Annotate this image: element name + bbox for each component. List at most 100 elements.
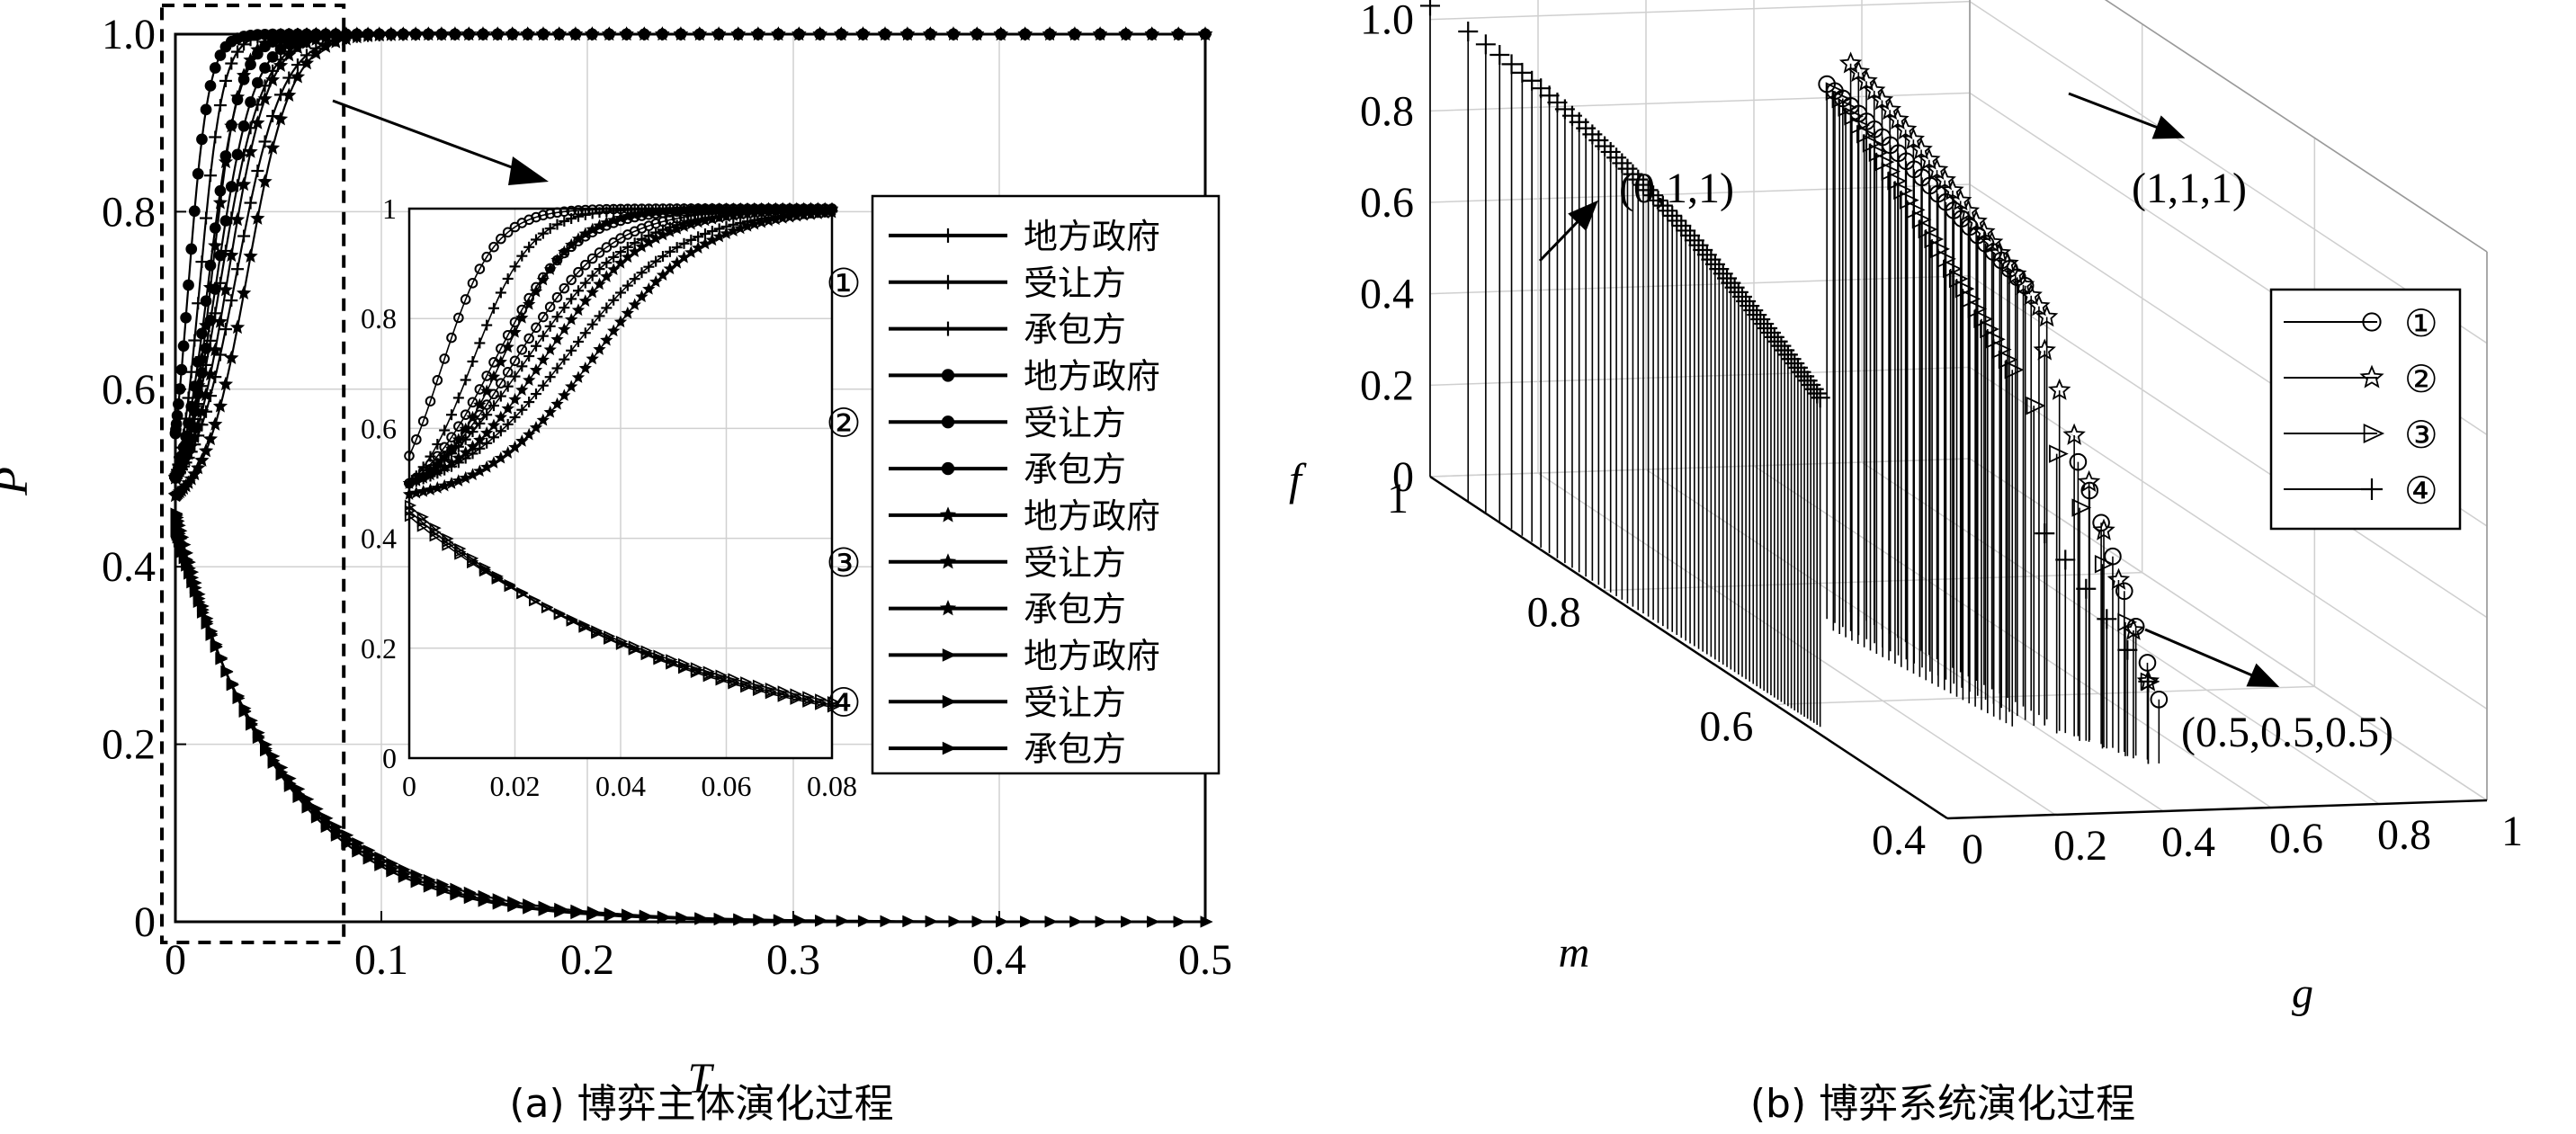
series-marker: [1020, 915, 1033, 928]
panel-b-ticks: 00.20.40.60.81.01.20.40.60.8100.20.40.60…: [1360, 0, 2523, 873]
inset-series-marker: [474, 409, 486, 421]
series-marker: [475, 26, 491, 40]
stem-marker: [2019, 283, 2043, 306]
stem-marker: [1512, 62, 1533, 83]
stem-marker: [1980, 230, 2004, 253]
g-tick-label: 0.6: [2269, 815, 2323, 862]
inset-series-marker: [516, 404, 528, 415]
inset-series-marker: [502, 227, 514, 238]
stem-marker: [2138, 654, 2157, 672]
inset-series-marker: [827, 696, 840, 708]
series-marker: [657, 910, 670, 923]
stem-marker: [1721, 272, 1741, 293]
inset-series-marker: [690, 662, 703, 674]
inset-series-marker: [622, 280, 633, 291]
series-marker: [191, 460, 206, 475]
series-marker: [218, 376, 234, 391]
panel-b: 00.20.40.60.81.01.20.40.60.8100.20.40.60…: [1289, 0, 2523, 1127]
inset-series-marker: [559, 282, 570, 294]
series-marker: [243, 144, 258, 158]
series-marker: [857, 915, 871, 927]
stem-marker: [2049, 444, 2069, 463]
series-marker: [639, 909, 652, 922]
series-marker: [948, 915, 962, 928]
stem-marker: [2062, 423, 2086, 445]
series-marker: [186, 576, 200, 589]
series-marker: [619, 26, 634, 40]
inset-series-marker: [425, 396, 436, 406]
stem-marker: [1868, 143, 1889, 162]
inset-series-marker: [698, 237, 712, 250]
x-tick-label: 0.5: [1178, 936, 1232, 984]
stem-marker: [1709, 259, 1730, 280]
stem-marker: [1930, 239, 1951, 259]
m-tick-label: 0.8: [1527, 589, 1581, 637]
series-marker: [812, 26, 827, 40]
series-marker: [209, 222, 221, 234]
series-marker: [219, 323, 232, 336]
inset-series-marker: [537, 228, 549, 239]
series-marker: [257, 91, 273, 106]
series-marker: [523, 898, 536, 911]
series-marker: [191, 378, 206, 392]
stem-marker: [1696, 245, 1717, 265]
inset-series-marker: [551, 207, 563, 219]
series-marker: [604, 907, 617, 920]
series-marker: [396, 26, 411, 41]
inset-series-marker: [473, 397, 487, 411]
inset-series-marker: [802, 691, 815, 702]
inset-series-marker: [467, 448, 479, 460]
inset-series-marker: [566, 344, 577, 356]
series-marker: [971, 915, 985, 928]
inset-series-marker: [550, 397, 564, 410]
inset-series-marker: [488, 302, 499, 314]
panel-b-grid: [1429, 0, 2488, 820]
inset-series-marker: [591, 625, 604, 637]
stem-marker: [1901, 127, 1926, 150]
grid-line-f: [2104, 0, 2488, 253]
inset-series-marker: [559, 206, 570, 218]
series-marker: [538, 900, 551, 913]
grid-line-f: [1429, 366, 1971, 387]
legend-marker: [942, 694, 957, 709]
x-tick-label: 0.1: [354, 936, 408, 984]
series-marker: [259, 62, 271, 74]
inset-series-marker: [573, 335, 584, 347]
legend-marker: [941, 415, 955, 429]
series-marker: [189, 585, 202, 598]
inset-series-marker: [459, 422, 472, 435]
series-marker: [266, 51, 279, 63]
legend-label: 地方政府: [1024, 636, 1160, 675]
inset-series-marker: [452, 433, 465, 446]
series-marker: [711, 26, 727, 40]
inset-series-marker: [438, 450, 452, 463]
stem-marker: [2011, 272, 2035, 295]
inset-series-marker: [444, 442, 459, 455]
y-tick-label: 0: [134, 898, 156, 946]
inset-series-marker: [515, 383, 529, 396]
series-marker: [214, 49, 227, 61]
inset-series-marker: [523, 373, 536, 386]
legend-label: ①: [2404, 301, 2438, 345]
series-marker: [224, 118, 239, 133]
legend-marker: [939, 600, 957, 616]
series-marker: [250, 210, 265, 225]
series-marker: [463, 886, 477, 898]
series-marker: [236, 285, 252, 299]
stem-marker: [1617, 158, 1638, 179]
stem-marker: [2138, 671, 2159, 692]
inset-series-marker: [446, 332, 457, 344]
series-marker: [505, 26, 520, 40]
stem-marker: [2092, 518, 2115, 540]
inset-series-marker: [543, 406, 557, 418]
series-marker: [282, 71, 296, 85]
series-marker: [257, 174, 273, 188]
panel-b-annotations: (0,1,1)(1,1,1)(0.5,0.5,0.5): [1538, 92, 2393, 756]
series-marker: [489, 26, 505, 40]
series-marker: [202, 280, 219, 294]
inset-series-marker: [578, 294, 592, 307]
stem-marker: [1948, 189, 1972, 211]
inset-series-marker: [473, 433, 487, 446]
series-marker: [923, 26, 938, 40]
inset-series-marker: [531, 211, 541, 223]
